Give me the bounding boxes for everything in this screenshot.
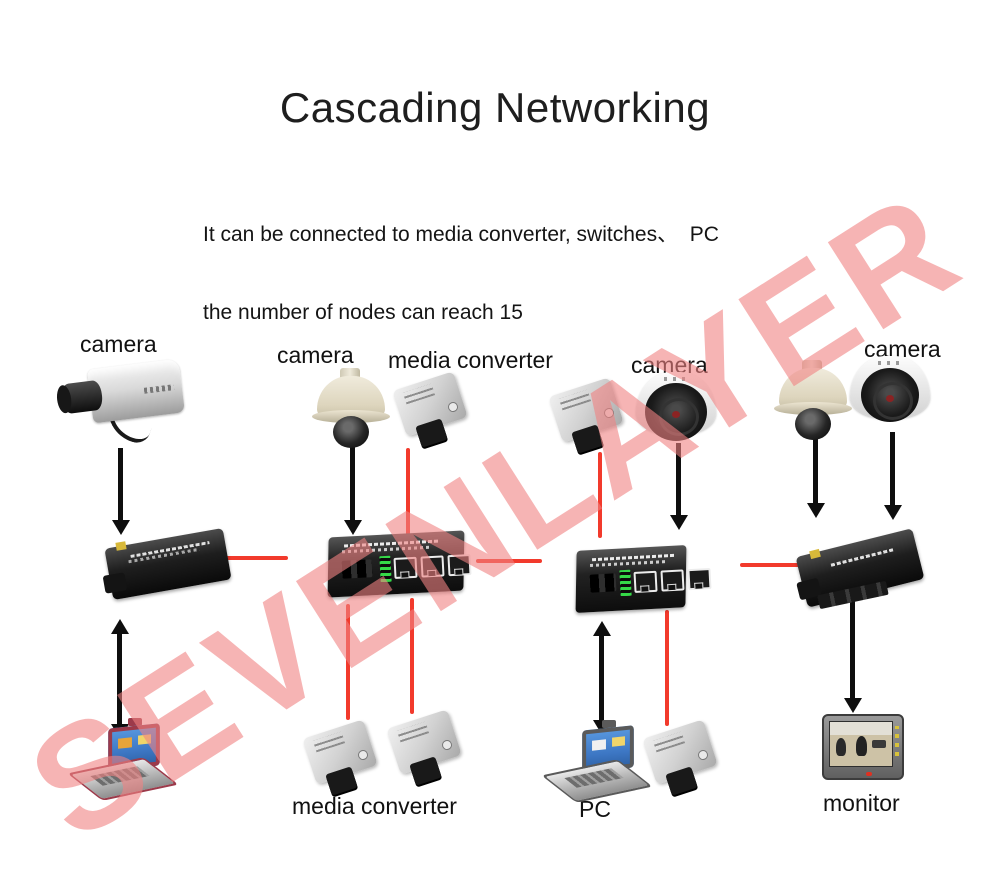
monitor-scene-figure [856,736,867,756]
label-camera-2: camera [277,342,354,368]
fiber-converter-plug [102,572,128,594]
fiber-link-mc2-switch1 [406,448,410,536]
laptop-screen-window [138,734,151,745]
rj45-port [447,553,472,577]
subtitle-line-1: It can be connected to media converter, … [203,223,719,246]
fiber-link-mc3-switch2 [598,452,602,538]
arrow-camera5-to-converter-right [890,432,895,507]
monitor-scene-figure [836,738,846,756]
arrow-camera3-to-switch2 [676,443,681,517]
laptop-left-icon [67,718,179,808]
fiber-link-switch2-converter-right [740,563,802,567]
dome-lens-ring [659,398,699,436]
monitor-scene-car [872,740,886,748]
switch-led-column [619,569,632,597]
media-converter-grey-bottom2-icon [386,709,466,796]
fiber-link-converter1-switch1 [176,556,288,560]
dome-ir-led [672,411,680,418]
arrow-camera1-to-converter1 [118,448,123,522]
fiber-converter-1-icon [102,526,238,610]
subtitle: It can be connected to media converter, … [203,170,843,378]
page-title: Cascading Networking [279,84,711,131]
label-camera-1: camera [80,331,157,357]
media-converter-grey-bottom3-icon [642,719,722,806]
laptop-screen-window [592,739,606,751]
arrow-camera2-to-switch1 [350,440,355,522]
media-converter-grey-top-icon [392,371,472,458]
dome-camera-dark-2-icon [850,356,930,434]
dome-ir-led [886,395,894,402]
switch-1-icon [327,530,472,598]
arrow-camera4-to-converter-right [813,430,818,505]
switch-rj45-ports [633,567,712,594]
monitor-buttons [895,726,899,756]
fiber-link-switch2-mc6 [665,610,669,726]
laptop-screen-window [612,736,625,747]
dome-camera-dark-1-icon [636,372,716,450]
rj45-port [687,567,712,591]
rj45-port [633,570,658,594]
laptop-hinge [602,720,616,728]
box-camera-lens [60,379,104,415]
arrow-converter1-to-laptop [117,632,122,726]
rj45-port [420,555,445,578]
fiber-link-switch1-switch2 [476,559,542,563]
dome-camera-cream-2-icon [774,360,852,446]
dome-screws [878,361,904,365]
label-media-converter-top: media converter [388,347,553,373]
monitor-power-led [866,772,872,776]
dome-lens-ring [873,382,913,420]
rj45-port [393,556,418,580]
switch-led-column [379,555,392,583]
fiber-link-switch1-mc5 [410,598,414,714]
dome-screws [664,377,690,381]
fiber-converter-right-icon [795,528,930,626]
dome-lens-ball [795,408,831,440]
dome-camera-cream-1-icon [312,368,390,454]
media-converter-grey-mid-icon [548,377,628,464]
label-media-converter-bottom: media converter [292,793,457,819]
dome-lens-ball [333,416,369,448]
box-camera-icon [60,358,186,447]
rj45-port [660,569,685,592]
label-monitor: monitor [823,790,900,816]
arrow-converter-right-to-monitor [850,600,855,700]
arrow-switch2-to-pc [599,634,604,722]
laptop-hinge [128,718,142,726]
switch-rj45-ports [393,553,472,580]
fiber-converter-logo [115,541,127,551]
laptop-pc-icon [541,720,653,810]
box-camera-body [87,358,185,424]
monitor-icon [822,714,904,780]
media-converter-grey-bottom1-icon [302,719,382,806]
fiber-link-switch1-mc4 [346,604,350,720]
switch-fiber-ports [589,573,617,593]
laptop-screen-window [118,737,132,749]
switch-fiber-ports [341,559,373,579]
switch-2-icon [575,545,712,613]
subtitle-line-2: the number of nodes can reach 15 [203,301,523,324]
